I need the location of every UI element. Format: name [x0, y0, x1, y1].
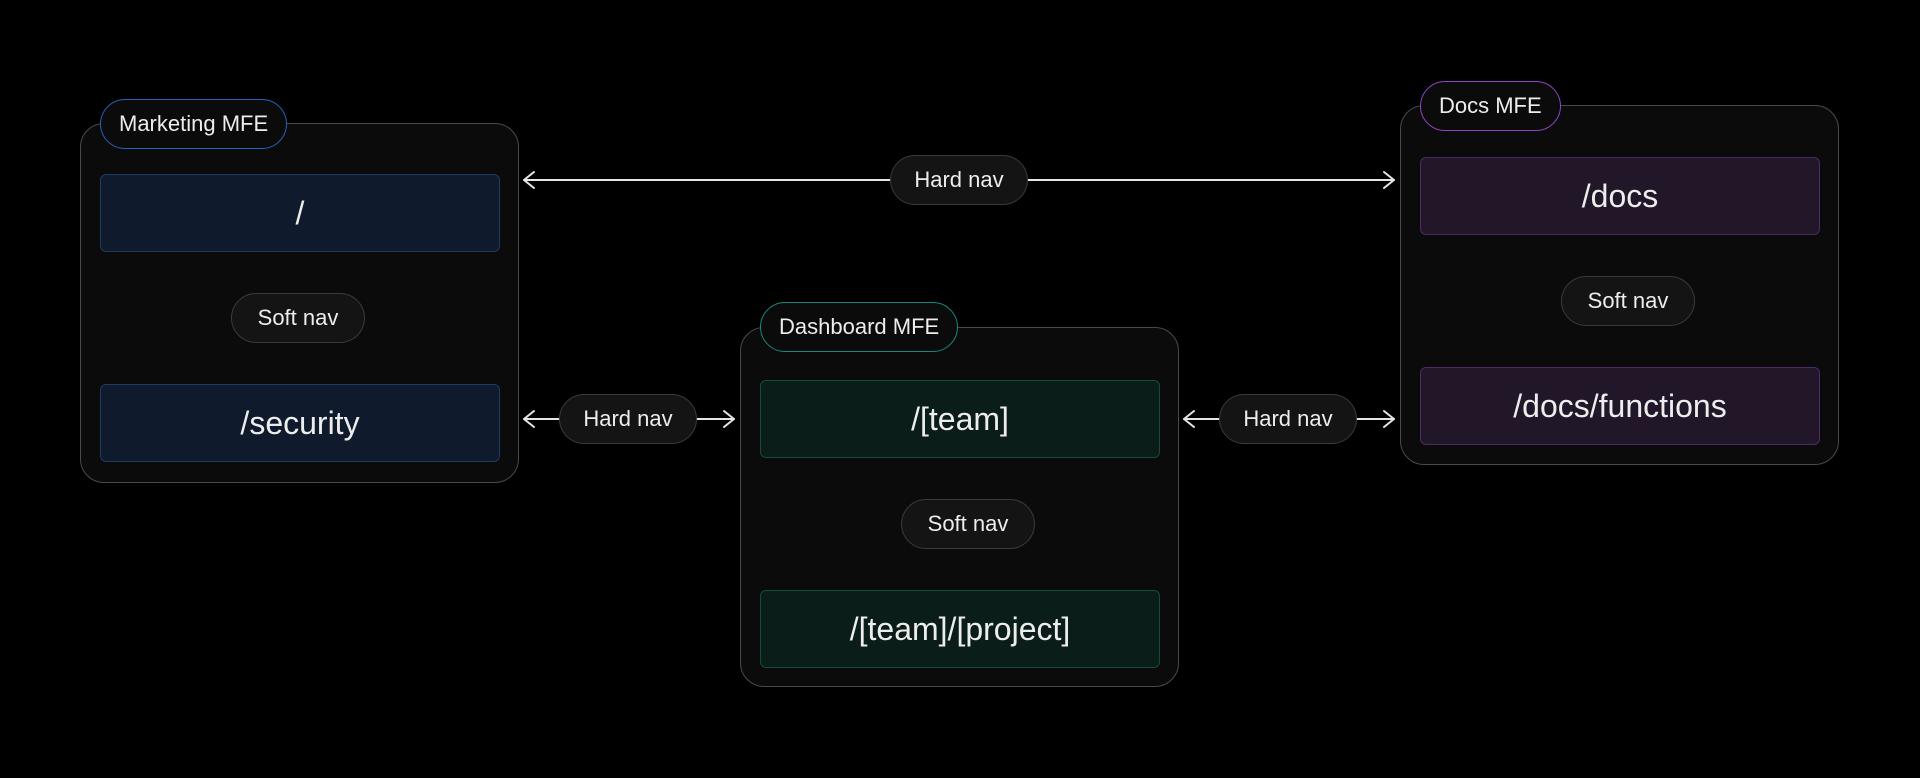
route-docs[interactable]: /docs: [1420, 157, 1820, 235]
route-team[interactable]: /[team]: [760, 380, 1160, 458]
docs-mfe-label: Docs MFE: [1420, 81, 1561, 131]
marketing-mfe-label: Marketing MFE: [100, 99, 288, 149]
docs-soft-nav-pill: Soft nav: [1561, 276, 1695, 326]
route-docs-functions[interactable]: /docs/functions: [1420, 367, 1820, 445]
dashboard-mfe-label: Dashboard MFE: [760, 302, 959, 352]
hard-nav-pill-dashboard-docs: Hard nav: [1219, 394, 1357, 444]
route-team-project[interactable]: /[team]/[project]: [760, 590, 1160, 668]
route-security[interactable]: /security: [100, 384, 500, 462]
dashboard-soft-nav-pill: Soft nav: [901, 499, 1035, 549]
marketing-soft-nav-pill: Soft nav: [231, 293, 365, 343]
hard-nav-pill-marketing-docs: Hard nav: [890, 155, 1028, 205]
route-root[interactable]: /: [100, 174, 500, 252]
hard-nav-pill-marketing-dashboard: Hard nav: [559, 394, 697, 444]
